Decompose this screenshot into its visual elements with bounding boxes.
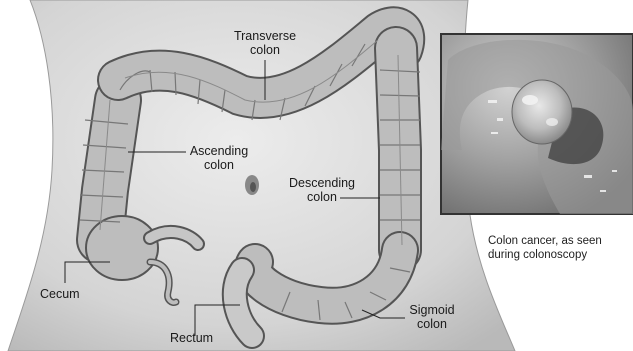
cecum-shape — [86, 216, 158, 280]
colonoscopy-inset — [441, 34, 633, 214]
rectum-label: Rectum — [170, 331, 213, 345]
tumor-polyp — [512, 80, 572, 144]
cecum-label: Cecum — [40, 287, 80, 301]
